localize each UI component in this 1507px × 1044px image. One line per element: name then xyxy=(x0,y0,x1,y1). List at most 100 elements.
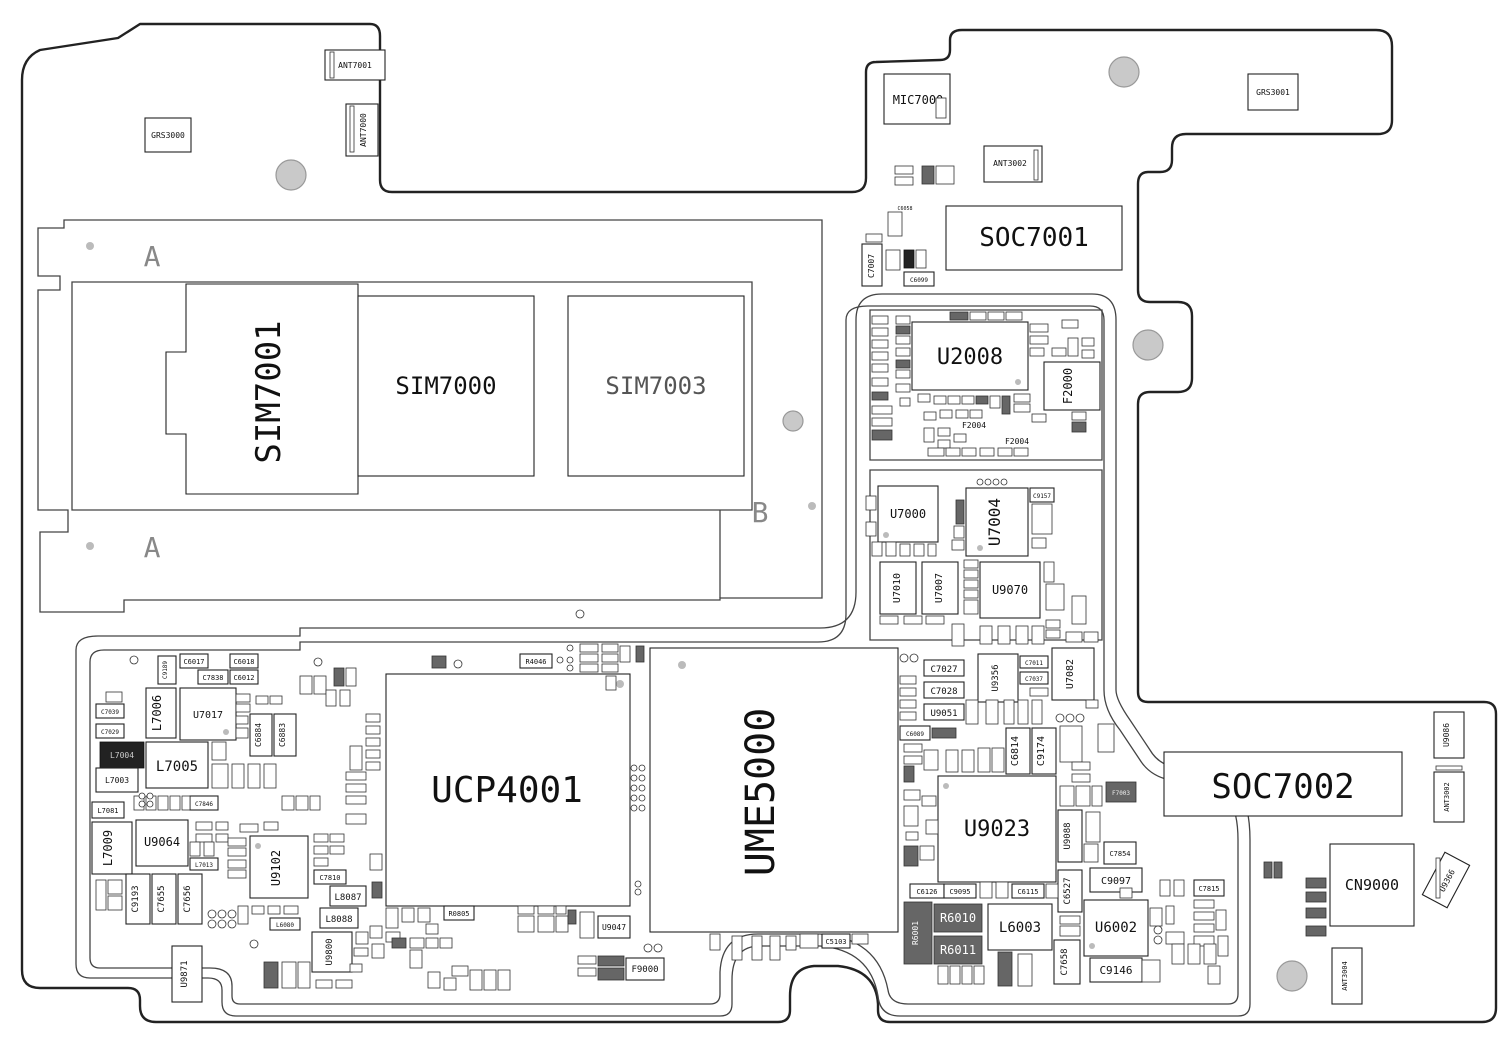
part-L6080 xyxy=(269,917,301,931)
label-U9102: U9102 xyxy=(269,850,283,886)
left-cluster-passives xyxy=(95,655,385,989)
shield-frame-left xyxy=(75,293,1251,1017)
part-U2008 xyxy=(911,321,1029,391)
part-C9095 xyxy=(943,883,977,899)
part-C7011 xyxy=(1019,655,1049,669)
label-C6058: C6058 xyxy=(897,206,912,212)
part-C9157 xyxy=(1029,487,1055,503)
label-R6010: R6010 xyxy=(940,911,976,925)
part-GRS3000 xyxy=(144,117,192,153)
part-ANT3002B xyxy=(1433,771,1465,823)
label-C6883: C6883 xyxy=(278,723,287,747)
u2008-passives xyxy=(871,311,1095,457)
sim-frame xyxy=(37,219,823,613)
part-C7656 xyxy=(177,873,203,925)
small-parts-top xyxy=(865,165,955,271)
label-U9088: U9088 xyxy=(1063,822,1073,849)
part-SOC7001 xyxy=(945,205,1123,271)
part-U9047 xyxy=(597,915,631,939)
label-U9023: U9023 xyxy=(964,817,1030,842)
label-R4046: R4046 xyxy=(525,658,546,666)
label-L6003: L6003 xyxy=(999,920,1041,936)
bottom-center-passives xyxy=(385,643,869,991)
label-C9157: C9157 xyxy=(1033,493,1051,500)
label-C5103: C5103 xyxy=(825,938,846,946)
part-L8087 xyxy=(329,885,367,907)
part-F7003 xyxy=(1105,781,1137,803)
part-C9193 xyxy=(125,873,151,925)
label-CN9000: CN9000 xyxy=(1345,876,1399,894)
marker-A-bottom: A xyxy=(144,531,161,564)
label-U9070: U9070 xyxy=(992,583,1028,597)
label-C9146: C9146 xyxy=(1099,964,1132,977)
label-C7854: C7854 xyxy=(1109,850,1130,858)
label-U7007: U7007 xyxy=(934,573,945,603)
part-C7854 xyxy=(1103,841,1137,865)
label-ANT7000: ANT7000 xyxy=(359,113,368,147)
part-R6010 xyxy=(933,903,983,933)
part-UME5000 xyxy=(649,647,899,933)
part-ANT7001 xyxy=(324,49,386,81)
label-L7005: L7005 xyxy=(156,759,198,775)
part-C7658 xyxy=(1053,939,1081,985)
part-ANT3002 xyxy=(983,145,1043,183)
label-F2000: F2000 xyxy=(1061,368,1075,404)
label-C7007: C7007 xyxy=(867,254,876,278)
label-C6814: C6814 xyxy=(1010,736,1021,766)
shield-frame-right-inner xyxy=(869,309,1103,461)
part-U9064 xyxy=(135,819,189,867)
label-C7027: C7027 xyxy=(930,665,957,675)
label-L7009: L7009 xyxy=(101,830,115,866)
label-C7838: C7838 xyxy=(202,674,223,682)
part-L6003 xyxy=(987,903,1053,951)
part-C7029 xyxy=(95,723,125,739)
label-C6527: C6527 xyxy=(1063,877,1073,904)
shield-frame-left-inner xyxy=(89,305,1239,1005)
label-U7000: U7000 xyxy=(890,507,926,521)
part-SIM7003 xyxy=(567,295,745,477)
part-SOC7002 xyxy=(1163,751,1403,817)
label-L7013: L7013 xyxy=(195,862,213,869)
label-F2004-b: F2004 xyxy=(1005,437,1029,446)
label-C6089: C6089 xyxy=(906,731,924,738)
part-C6814 xyxy=(1005,727,1031,775)
label-L7004: L7004 xyxy=(110,751,134,760)
part-R4046 xyxy=(519,653,553,669)
part-C6012 xyxy=(229,669,259,685)
part-C7810 xyxy=(313,869,347,885)
label-U9051: U9051 xyxy=(930,709,957,719)
label-C9174: C9174 xyxy=(1036,736,1047,766)
label-U9356: U9356 xyxy=(991,664,1001,691)
label-C7039: C7039 xyxy=(101,709,119,716)
part-C7655 xyxy=(151,873,177,925)
label-C7029: C7029 xyxy=(101,729,119,736)
label-ANT3002B: ANT3002 xyxy=(1443,782,1451,812)
label-U2008: U2008 xyxy=(937,345,1003,370)
label-U9047: U9047 xyxy=(602,923,626,932)
label-C9193: C9193 xyxy=(131,885,141,912)
part-R6001 xyxy=(903,901,933,965)
part-C6089 xyxy=(899,725,931,741)
label-SIM7000: SIM7000 xyxy=(395,372,496,400)
label-C6017: C6017 xyxy=(183,658,204,666)
label-L8087: L8087 xyxy=(334,893,361,903)
right-middle-passives xyxy=(899,653,1229,987)
label-R0805: R0805 xyxy=(448,910,469,918)
label-C7658: C7658 xyxy=(1060,948,1070,975)
part-C5103 xyxy=(821,933,851,949)
part-U9086 xyxy=(1433,711,1465,759)
label-C7011: C7011 xyxy=(1025,660,1043,667)
part-C6018 xyxy=(229,653,259,669)
label-UCP4001: UCP4001 xyxy=(431,770,583,811)
right-side-passives xyxy=(1263,765,1463,937)
label-C7037: C7037 xyxy=(1025,676,1043,683)
part-ANT3004 xyxy=(1331,947,1363,1005)
part-UCP4001 xyxy=(385,673,631,907)
label-R6001: R6001 xyxy=(911,921,920,945)
part-C9174 xyxy=(1031,727,1057,775)
part-F2000 xyxy=(1043,361,1101,411)
part-U9051 xyxy=(923,703,965,721)
part-C6099 xyxy=(903,271,935,287)
u7000-passives xyxy=(865,478,1099,647)
